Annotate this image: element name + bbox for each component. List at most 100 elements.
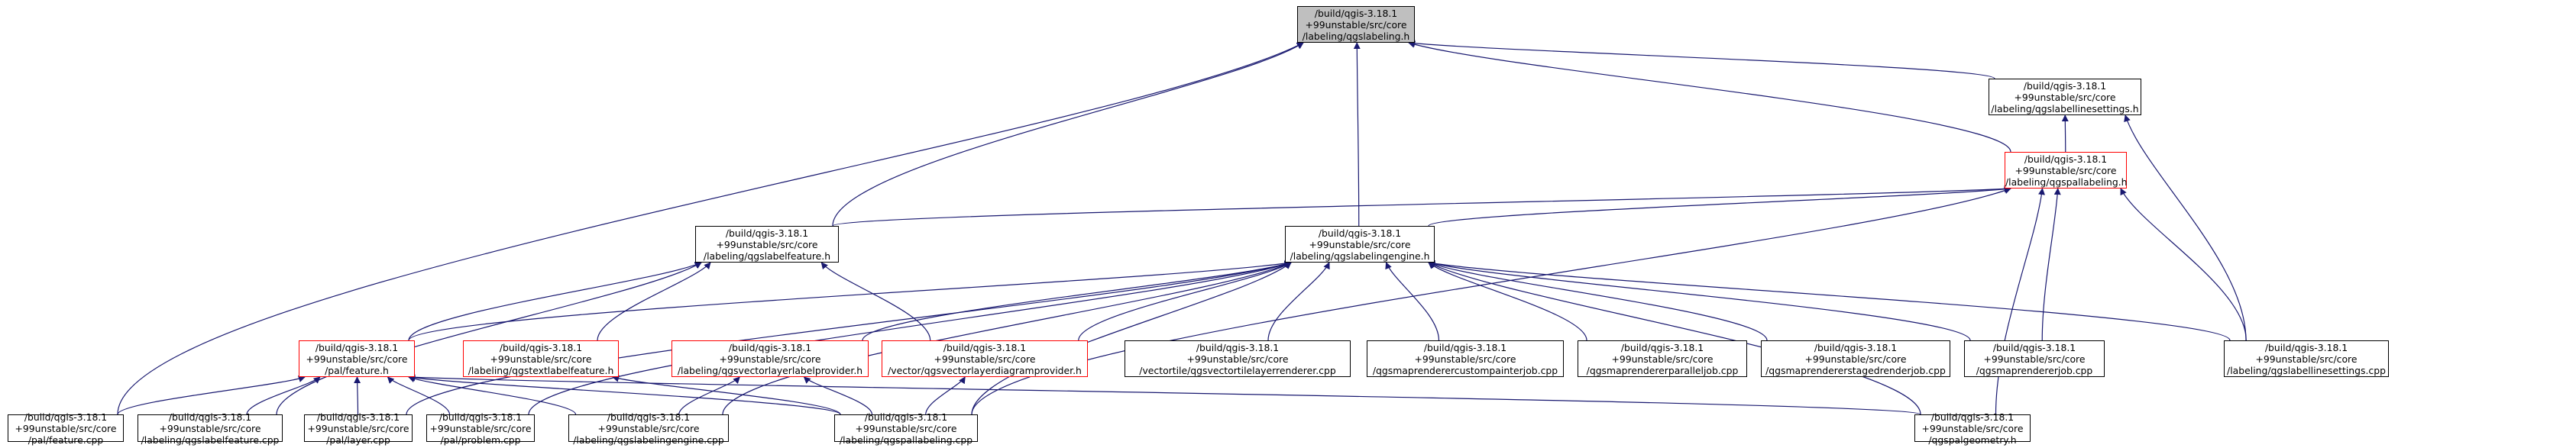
- node-label-line: /qgsmaprendererparalleljob.cpp: [1586, 364, 1739, 376]
- edge-qgspallabeling-cpp-to-feature-h: [408, 374, 841, 415]
- node-label-line: /pal/feature.cpp: [28, 433, 104, 446]
- node-qgslabellinesettings-cpp[interactable]: /build/qgis-3.18.1+99unstable/src/core/l…: [2224, 340, 2389, 377]
- edge-qgslabelfeature-cpp-to-qgslabelfeature-h: [276, 262, 702, 415]
- node-qgsvectorlayerlabelprovider-h[interactable]: /build/qgis-3.18.1+99unstable/src/core/l…: [672, 340, 869, 377]
- edge-qgslabelfeature-cpp-to-feature-h: [246, 376, 321, 415]
- node-label-line: /labeling/qgslabelingengine.cpp: [573, 433, 724, 446]
- node-label-line: /build/qgis-3.18.1: [2264, 341, 2348, 353]
- edge-qgsmaprenderercustompainterjob-cpp-to-qgslabelingengine-h: [1385, 262, 1440, 341]
- edge-qgslabelingengine-h-to-qgslabeling-h: [1353, 42, 1361, 227]
- node-label-line: +99unstable/src/core: [1804, 353, 1907, 365]
- node-label-line: /build/qgis-3.18.1: [316, 411, 400, 423]
- node-label-line: +99unstable/src/core: [429, 422, 532, 434]
- edge-qgspallabeling-h-to-qgslabellinesettings-h: [2061, 114, 2069, 153]
- node-qgsmaprendererstagedrenderjob-cpp[interactable]: /build/qgis-3.18.1+99unstable/src/core/q…: [1761, 340, 1950, 377]
- node-label-line: /labeling/qgspallabeling.cpp: [839, 433, 973, 446]
- edge-qgspalgeometry-h-to-feature-h: [408, 373, 1921, 415]
- node-label-line: +99unstable/src/core: [307, 422, 409, 434]
- node-label-line: /build/qgis-3.18.1: [1930, 411, 2015, 423]
- node-layer-cpp[interactable]: /build/qgis-3.18.1+99unstable/src/core/p…: [304, 411, 413, 446]
- edge-qgsvectorlayerdiagramprovider-h-to-qgslabelingengine-h: [1078, 262, 1292, 341]
- edge-problem-cpp-to-qgslabelingengine-h: [528, 261, 1292, 415]
- node-qgsvectortilelayerrenderer-cpp[interactable]: /build/qgis-3.18.1+99unstable/src/core/v…: [1125, 340, 1351, 377]
- node-label-line: /build/qgis-3.18.1: [499, 341, 583, 353]
- node-problem-cpp[interactable]: /build/qgis-3.18.1+99unstable/src/core/p…: [426, 411, 535, 446]
- edge-problem-cpp-to-feature-h: [387, 376, 451, 415]
- node-qgslabeling-h: /build/qgis-3.18.1+99unstable/src/core/l…: [1297, 6, 1415, 43]
- edge-qgspallabeling-cpp-to-qgsvectorlayerlabelprovider-h: [803, 376, 873, 415]
- node-qgsmaprendererjob-cpp[interactable]: /build/qgis-3.18.1+99unstable/src/core/q…: [1964, 340, 2105, 377]
- node-label-line: +99unstable/src/core: [159, 422, 261, 434]
- node-label-line: /build/qgis-3.18.1: [1196, 341, 1280, 353]
- node-qgslabelingengine-h[interactable]: /build/qgis-3.18.1+99unstable/src/core/l…: [1285, 226, 1435, 263]
- node-label-line: /labeling/qgsvectorlayerlabelprovider.h: [677, 364, 863, 376]
- edge-qgspallabeling-cpp-to-qgspallabeling-h: [971, 187, 2011, 415]
- edge-qgsmaprendererjob-cpp-to-qgslabelingengine-h: [1428, 260, 1971, 341]
- edge-layer-cpp-to-qgslabelingengine-h: [406, 260, 1292, 415]
- node-label-line: +99unstable/src/core: [1921, 422, 2024, 434]
- node-qgstextlabelfeature-h[interactable]: /build/qgis-3.18.1+99unstable/src/core/l…: [463, 340, 619, 377]
- node-label-line: /qgsmaprendererstagedrenderjob.cpp: [1765, 364, 1946, 376]
- node-label-line: /build/qgis-3.18.1: [1423, 341, 1507, 353]
- edge-qgslabelingengine-h-to-qgspallabeling-h: [1428, 185, 2011, 227]
- node-qgslabelingengine-cpp[interactable]: /build/qgis-3.18.1+99unstable/src/core/l…: [568, 411, 729, 446]
- edge-qgsvectorlayerlabelprovider-h-to-qgslabelingengine-h: [862, 261, 1292, 341]
- node-label-line: +99unstable/src/core: [719, 353, 821, 365]
- node-label-line: +99unstable/src/core: [1414, 353, 1516, 365]
- node-label-line: /build/qgis-3.18.1: [168, 411, 252, 423]
- node-label-line: /pal/problem.cpp: [440, 433, 521, 446]
- node-qgslabelfeature-h[interactable]: /build/qgis-3.18.1+99unstable/src/core/l…: [695, 226, 839, 263]
- edge-qgsmaprendererjob-cpp-to-qgspallabeling-h: [2041, 188, 2061, 341]
- node-label-line: /build/qgis-3.18.1: [728, 341, 812, 353]
- node-label-line: /build/qgis-3.18.1: [1318, 227, 1402, 239]
- node-label-line: +99unstable/src/core: [855, 422, 957, 434]
- node-label-line: /qgspalgeometry.h: [1928, 433, 2017, 446]
- node-label-line: +99unstable/src/core: [1983, 353, 2086, 365]
- edge-qgslabellinesettings-h-to-qgslabeling-h: [1408, 40, 1995, 79]
- edge-feature-cpp-to-qgslabeling-h: [117, 42, 1304, 415]
- edge-qgslabellinesettings-cpp-to-qgslabellinesettings-h: [2124, 114, 2247, 341]
- node-label-line: /build/qgis-3.18.1: [24, 411, 108, 423]
- edge-qgslabelingengine-cpp-to-qgslabelingengine-h: [722, 262, 1292, 415]
- node-qgspalgeometry-h[interactable]: /build/qgis-3.18.1+99unstable/src/core/q…: [1914, 411, 2031, 446]
- node-label-line: /qgsmaprendererjob.cpp: [1976, 364, 2093, 376]
- edge-qgslabelingengine-cpp-to-qgsvectorlayerlabelprovider-h: [678, 376, 740, 415]
- node-label-line: /labeling/qgslabelingengine.h: [1290, 250, 1430, 262]
- edge-qgsmaprendererstagedrenderjob-cpp-to-qgslabelingengine-h: [1428, 261, 1768, 341]
- node-label-line: +99unstable/src/core: [597, 422, 700, 434]
- node-label-line: +99unstable/src/core: [306, 353, 408, 365]
- node-qgspallabeling-h[interactable]: /build/qgis-3.18.1+99unstable/src/core/l…: [2005, 152, 2127, 189]
- edge-qgslabelingengine-cpp-to-feature-h: [408, 375, 577, 415]
- edge-qgslabellinesettings-cpp-to-qgspallabeling-h: [2120, 188, 2247, 341]
- edge-qgsmaprendererparalleljob-cpp-to-qgslabelingengine-h: [1428, 262, 1587, 341]
- node-label-line: /build/qgis-3.18.1: [2023, 79, 2107, 92]
- node-qgslabellinesettings-h[interactable]: /build/qgis-3.18.1+99unstable/src/core/l…: [1989, 79, 2141, 115]
- edge-qgsvectorlayerdiagramprovider-h-to-qgslabelfeature-h: [820, 262, 931, 341]
- node-label-line: /pal/feature.h: [325, 364, 389, 376]
- node-label-line: +99unstable/src/core: [2014, 91, 2116, 103]
- node-label-line: /labeling/qgslabellinesettings.cpp: [2227, 364, 2386, 376]
- edge-qgspallabeling-cpp-to-qgstextlabelfeature-h: [612, 375, 841, 415]
- node-label-line: +99unstable/src/core: [1611, 353, 1714, 365]
- node-qgslabelfeature-cpp[interactable]: /build/qgis-3.18.1+99unstable/src/core/l…: [138, 411, 283, 446]
- node-label-line: /build/qgis-3.18.1: [2024, 153, 2108, 165]
- node-qgsmaprendererparalleljob-cpp[interactable]: /build/qgis-3.18.1+99unstable/src/core/q…: [1578, 340, 1747, 377]
- edge-qgslabellinesettings-cpp-to-qgslabelingengine-h: [1428, 259, 2231, 341]
- edge-qgspallabeling-cpp-to-qgslabelingengine-h: [971, 262, 1292, 415]
- node-feature-cpp[interactable]: /build/qgis-3.18.1+99unstable/src/core/p…: [8, 411, 124, 446]
- node-label-line: /labeling/qgslabellinesettings.h: [1991, 102, 2139, 114]
- node-label-line: /labeling/qgslabeling.h: [1302, 30, 1410, 42]
- edge-qgspallabeling-cpp-to-qgsvectorlayerdiagramprovider-h: [925, 376, 966, 415]
- node-qgsvectorlayerdiagramprovider-h[interactable]: /build/qgis-3.18.1+99unstable/src/core/v…: [882, 340, 1088, 377]
- node-label-line: /build/qgis-3.18.1: [864, 411, 948, 423]
- node-qgspallabeling-cpp[interactable]: /build/qgis-3.18.1+99unstable/src/core/l…: [834, 411, 978, 446]
- node-label-line: /qgsmaprenderercustompainterjob.cpp: [1372, 364, 1558, 376]
- node-feature-h[interactable]: /build/qgis-3.18.1+99unstable/src/core/p…: [299, 340, 415, 377]
- node-label-line: /build/qgis-3.18.1: [1814, 341, 1898, 353]
- node-label-line: /build/qgis-3.18.1: [943, 341, 1027, 353]
- edge-qgspalgeometry-h-to-qgspallabeling-h: [1995, 188, 2045, 415]
- node-qgsmaprenderercustompainterjob-cpp[interactable]: /build/qgis-3.18.1+99unstable/src/core/q…: [1367, 340, 1564, 377]
- node-label-line: /build/qgis-3.18.1: [439, 411, 523, 423]
